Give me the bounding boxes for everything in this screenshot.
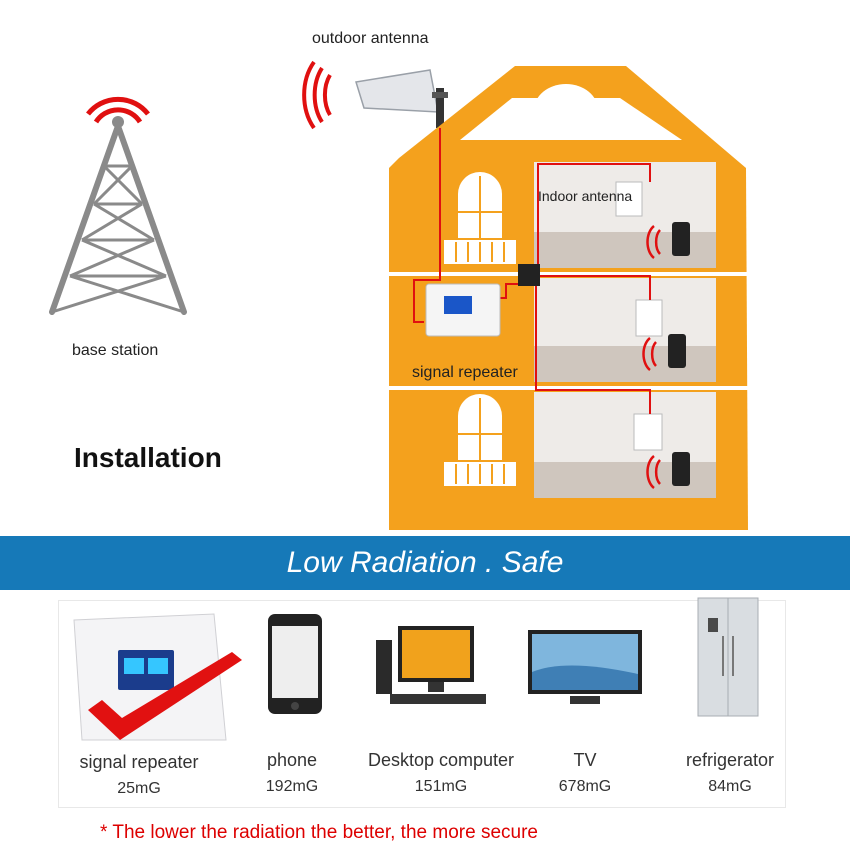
product-name: Desktop computer: [367, 750, 515, 770]
room-signal-icon: [642, 225, 661, 489]
tv-icon: [528, 630, 642, 704]
product-value: 25mG: [117, 780, 161, 797]
desktop-computer-icon: [376, 626, 486, 704]
banner: [0, 536, 850, 590]
product-name: refrigerator: [685, 750, 775, 770]
signal-repeater-icon: [73, 613, 242, 741]
indoor-antenna-icon: [635, 299, 663, 337]
indoor-antenna-label: Indoor antenna: [538, 188, 633, 204]
note-star: *: [100, 822, 108, 843]
base-station-label: base station: [72, 342, 159, 359]
indoor-antenna-icon: [615, 181, 643, 217]
room-middle: [534, 278, 716, 382]
phone-icon: [268, 614, 322, 714]
room-phone-icon: [668, 222, 690, 486]
installation-title: Installation: [74, 442, 222, 473]
product-value: 678mG: [558, 778, 612, 795]
outdoor-antenna-icon: [355, 69, 448, 128]
product-name: signal repeater: [79, 752, 199, 772]
banner-text: Low Radiation . Safe: [286, 546, 564, 579]
product-name: TV: [573, 750, 597, 770]
indoor-antenna-icon: [633, 413, 663, 451]
outdoor-antenna-label: outdoor antenna: [312, 30, 429, 47]
installation-illustration: [49, 60, 748, 530]
product-value: 192mG: [265, 778, 319, 795]
outdoor-signal-icon: [302, 60, 332, 130]
house-repeater-icon: [425, 283, 501, 337]
signal-repeater-label: signal repeater: [412, 364, 518, 381]
splitter-icon: [518, 264, 540, 286]
note-text: The lower the radiation the better, the …: [112, 822, 538, 843]
product-strip: [58, 600, 786, 808]
base-station-tower-icon: [49, 96, 187, 315]
refrigerator-icon: [697, 597, 759, 717]
product-name: phone: [266, 750, 318, 770]
cable: [413, 128, 651, 414]
product-value: 84mG: [708, 778, 752, 795]
radiation-note: * The lower the radiation the better, th…: [100, 822, 538, 844]
product-value: 151mG: [414, 778, 468, 795]
